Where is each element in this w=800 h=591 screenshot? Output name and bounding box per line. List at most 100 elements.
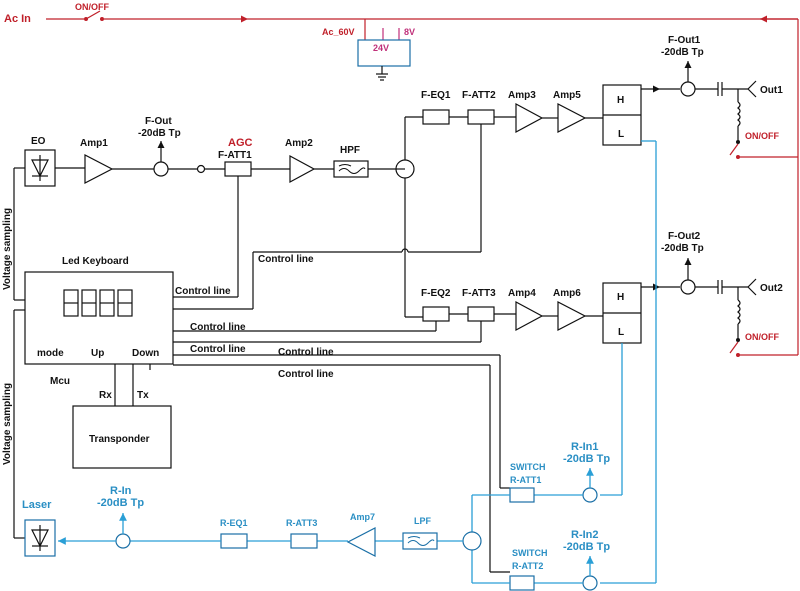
out2-port-icon bbox=[747, 278, 757, 296]
r-in1-coupler bbox=[582, 487, 598, 503]
amp1-triangle bbox=[84, 154, 114, 184]
amp4-triangle bbox=[515, 300, 544, 332]
ac-in-label: Ac In bbox=[4, 13, 31, 25]
amp4-label: Amp4 bbox=[508, 288, 536, 299]
mcu-label: Mcu bbox=[50, 376, 70, 387]
out1-label: Out1 bbox=[760, 85, 783, 96]
eo-label: EO bbox=[31, 136, 46, 147]
switch1-label: SWITCH bbox=[510, 462, 546, 472]
f-out1-label: F-Out1 bbox=[668, 35, 701, 46]
reverse-combiner bbox=[462, 531, 482, 551]
mode-key-label: mode bbox=[37, 348, 64, 359]
control-line-4-label: Control line bbox=[190, 344, 246, 355]
f-out-tp-label: -20dB Tp bbox=[138, 128, 181, 139]
f-out-coupler bbox=[153, 161, 169, 177]
r-in1-tp-label: -20dB Tp bbox=[563, 453, 610, 465]
amp1-label: Amp1 bbox=[80, 138, 108, 149]
voltage-sampling-top-label: Voltage sampling bbox=[2, 208, 13, 290]
f-out2-label: F-Out2 bbox=[668, 231, 701, 242]
amp2-triangle bbox=[289, 154, 316, 184]
control-line-3-label: Control line bbox=[190, 322, 246, 333]
forward-path: EO Amp1 F-Out -20dB Tp AGC F-ATT1 Amp2 H… bbox=[24, 35, 783, 357]
r-att3-label: R-ATT3 bbox=[286, 518, 317, 528]
control-line-5-label: Control line bbox=[278, 347, 334, 358]
diplexer1-l-label: L bbox=[618, 129, 624, 140]
up-key-label: Up bbox=[91, 348, 104, 359]
mcu-box bbox=[24, 271, 174, 365]
amp3-triangle bbox=[515, 102, 544, 134]
laser-label: Laser bbox=[22, 499, 52, 511]
control-line-1-label: Control line bbox=[175, 286, 231, 297]
r-in2-tp-label: -20dB Tp bbox=[563, 541, 610, 553]
voltage-sampling-bottom-label: Voltage sampling bbox=[2, 383, 13, 465]
power-supply-box bbox=[357, 39, 411, 67]
rx-label: Rx bbox=[99, 390, 112, 401]
diplexer2-l-label: L bbox=[618, 327, 624, 338]
control-section: Voltage sampling Voltage sampling Led Ke… bbox=[2, 124, 510, 573]
led-keyboard-label: Led Keyboard bbox=[62, 256, 129, 267]
f-out2-tp-label: -20dB Tp bbox=[661, 243, 704, 254]
control-line-2-label: Control line bbox=[258, 254, 314, 265]
filter-icon bbox=[338, 167, 366, 174]
hpf-label: HPF bbox=[340, 145, 360, 156]
switch2-label: SWITCH bbox=[512, 548, 548, 558]
on-off1-label: ON/OFF bbox=[745, 131, 779, 141]
on-off-top-label: ON/OFF bbox=[75, 2, 109, 12]
amp3-label: Amp3 bbox=[508, 90, 536, 101]
r-in1-label: R-In1 bbox=[571, 441, 599, 453]
inductor-2 bbox=[737, 299, 741, 325]
f-out1-coupler bbox=[680, 81, 696, 97]
v8-label: 8V bbox=[404, 27, 415, 37]
r-att2-label: R-ATT2 bbox=[512, 561, 543, 571]
f-att2-box bbox=[467, 109, 495, 125]
f-out1-tp-label: -20dB Tp bbox=[661, 47, 704, 58]
tx-label: Tx bbox=[137, 390, 149, 401]
r-att3-box bbox=[290, 533, 318, 549]
r-in2-label: R-In2 bbox=[571, 529, 599, 541]
lpf-filter-icon bbox=[407, 539, 435, 546]
r-att2-box bbox=[509, 575, 535, 591]
f-att3-box bbox=[467, 306, 495, 322]
r-in-label: R-In bbox=[110, 485, 132, 497]
amp5-label: Amp5 bbox=[553, 90, 581, 101]
hpf-box bbox=[333, 160, 369, 178]
r-in-tp-label: -20dB Tp bbox=[97, 497, 144, 509]
agc-label: AGC bbox=[228, 137, 253, 149]
r-eq1-box bbox=[220, 533, 248, 549]
out1-port-icon bbox=[747, 80, 757, 98]
amp6-triangle bbox=[557, 301, 587, 331]
ac-60v-label: Ac_60V bbox=[322, 27, 355, 37]
control-line-6-label: Control line bbox=[278, 369, 334, 380]
amp7-triangle bbox=[346, 527, 376, 557]
out2-label: Out2 bbox=[760, 283, 783, 294]
f-out-label: F-Out bbox=[145, 116, 172, 127]
r-in2-coupler bbox=[582, 575, 598, 591]
f-eq1-label: F-EQ1 bbox=[421, 90, 451, 101]
v24-label: 24V bbox=[373, 43, 389, 53]
f-eq2-label: F-EQ2 bbox=[421, 288, 451, 299]
transponder-label: Transponder bbox=[89, 434, 150, 445]
diplexer2-h-label: H bbox=[617, 292, 624, 303]
inductor-1 bbox=[737, 101, 741, 127]
f-eq2-box bbox=[422, 306, 450, 322]
r-att1-label: R-ATT1 bbox=[510, 475, 541, 485]
f-att3-label: F-ATT3 bbox=[462, 288, 496, 299]
power-section: Ac In ON/OFF Ac_60V 8V 24V bbox=[4, 2, 799, 356]
r-in-coupler bbox=[115, 533, 131, 549]
diplexer1-h-label: H bbox=[617, 95, 624, 106]
on-off2-label: ON/OFF bbox=[745, 332, 779, 342]
lpf-box bbox=[402, 532, 438, 550]
amp7-label: Amp7 bbox=[350, 512, 375, 522]
down-key-label: Down bbox=[132, 348, 159, 359]
f-out2-coupler bbox=[680, 279, 696, 295]
r-eq1-label: R-EQ1 bbox=[220, 518, 248, 528]
f-att1-box bbox=[224, 161, 252, 177]
f-eq1-box bbox=[422, 109, 450, 125]
amp5-triangle bbox=[557, 103, 587, 133]
amp2-label: Amp2 bbox=[285, 138, 313, 149]
reverse-path: R-In1 -20dB Tp SWITCH R-ATT1 R-In2 -20dB… bbox=[22, 140, 657, 591]
r-att1-box bbox=[509, 487, 535, 503]
f-att2-label: F-ATT2 bbox=[462, 90, 496, 101]
